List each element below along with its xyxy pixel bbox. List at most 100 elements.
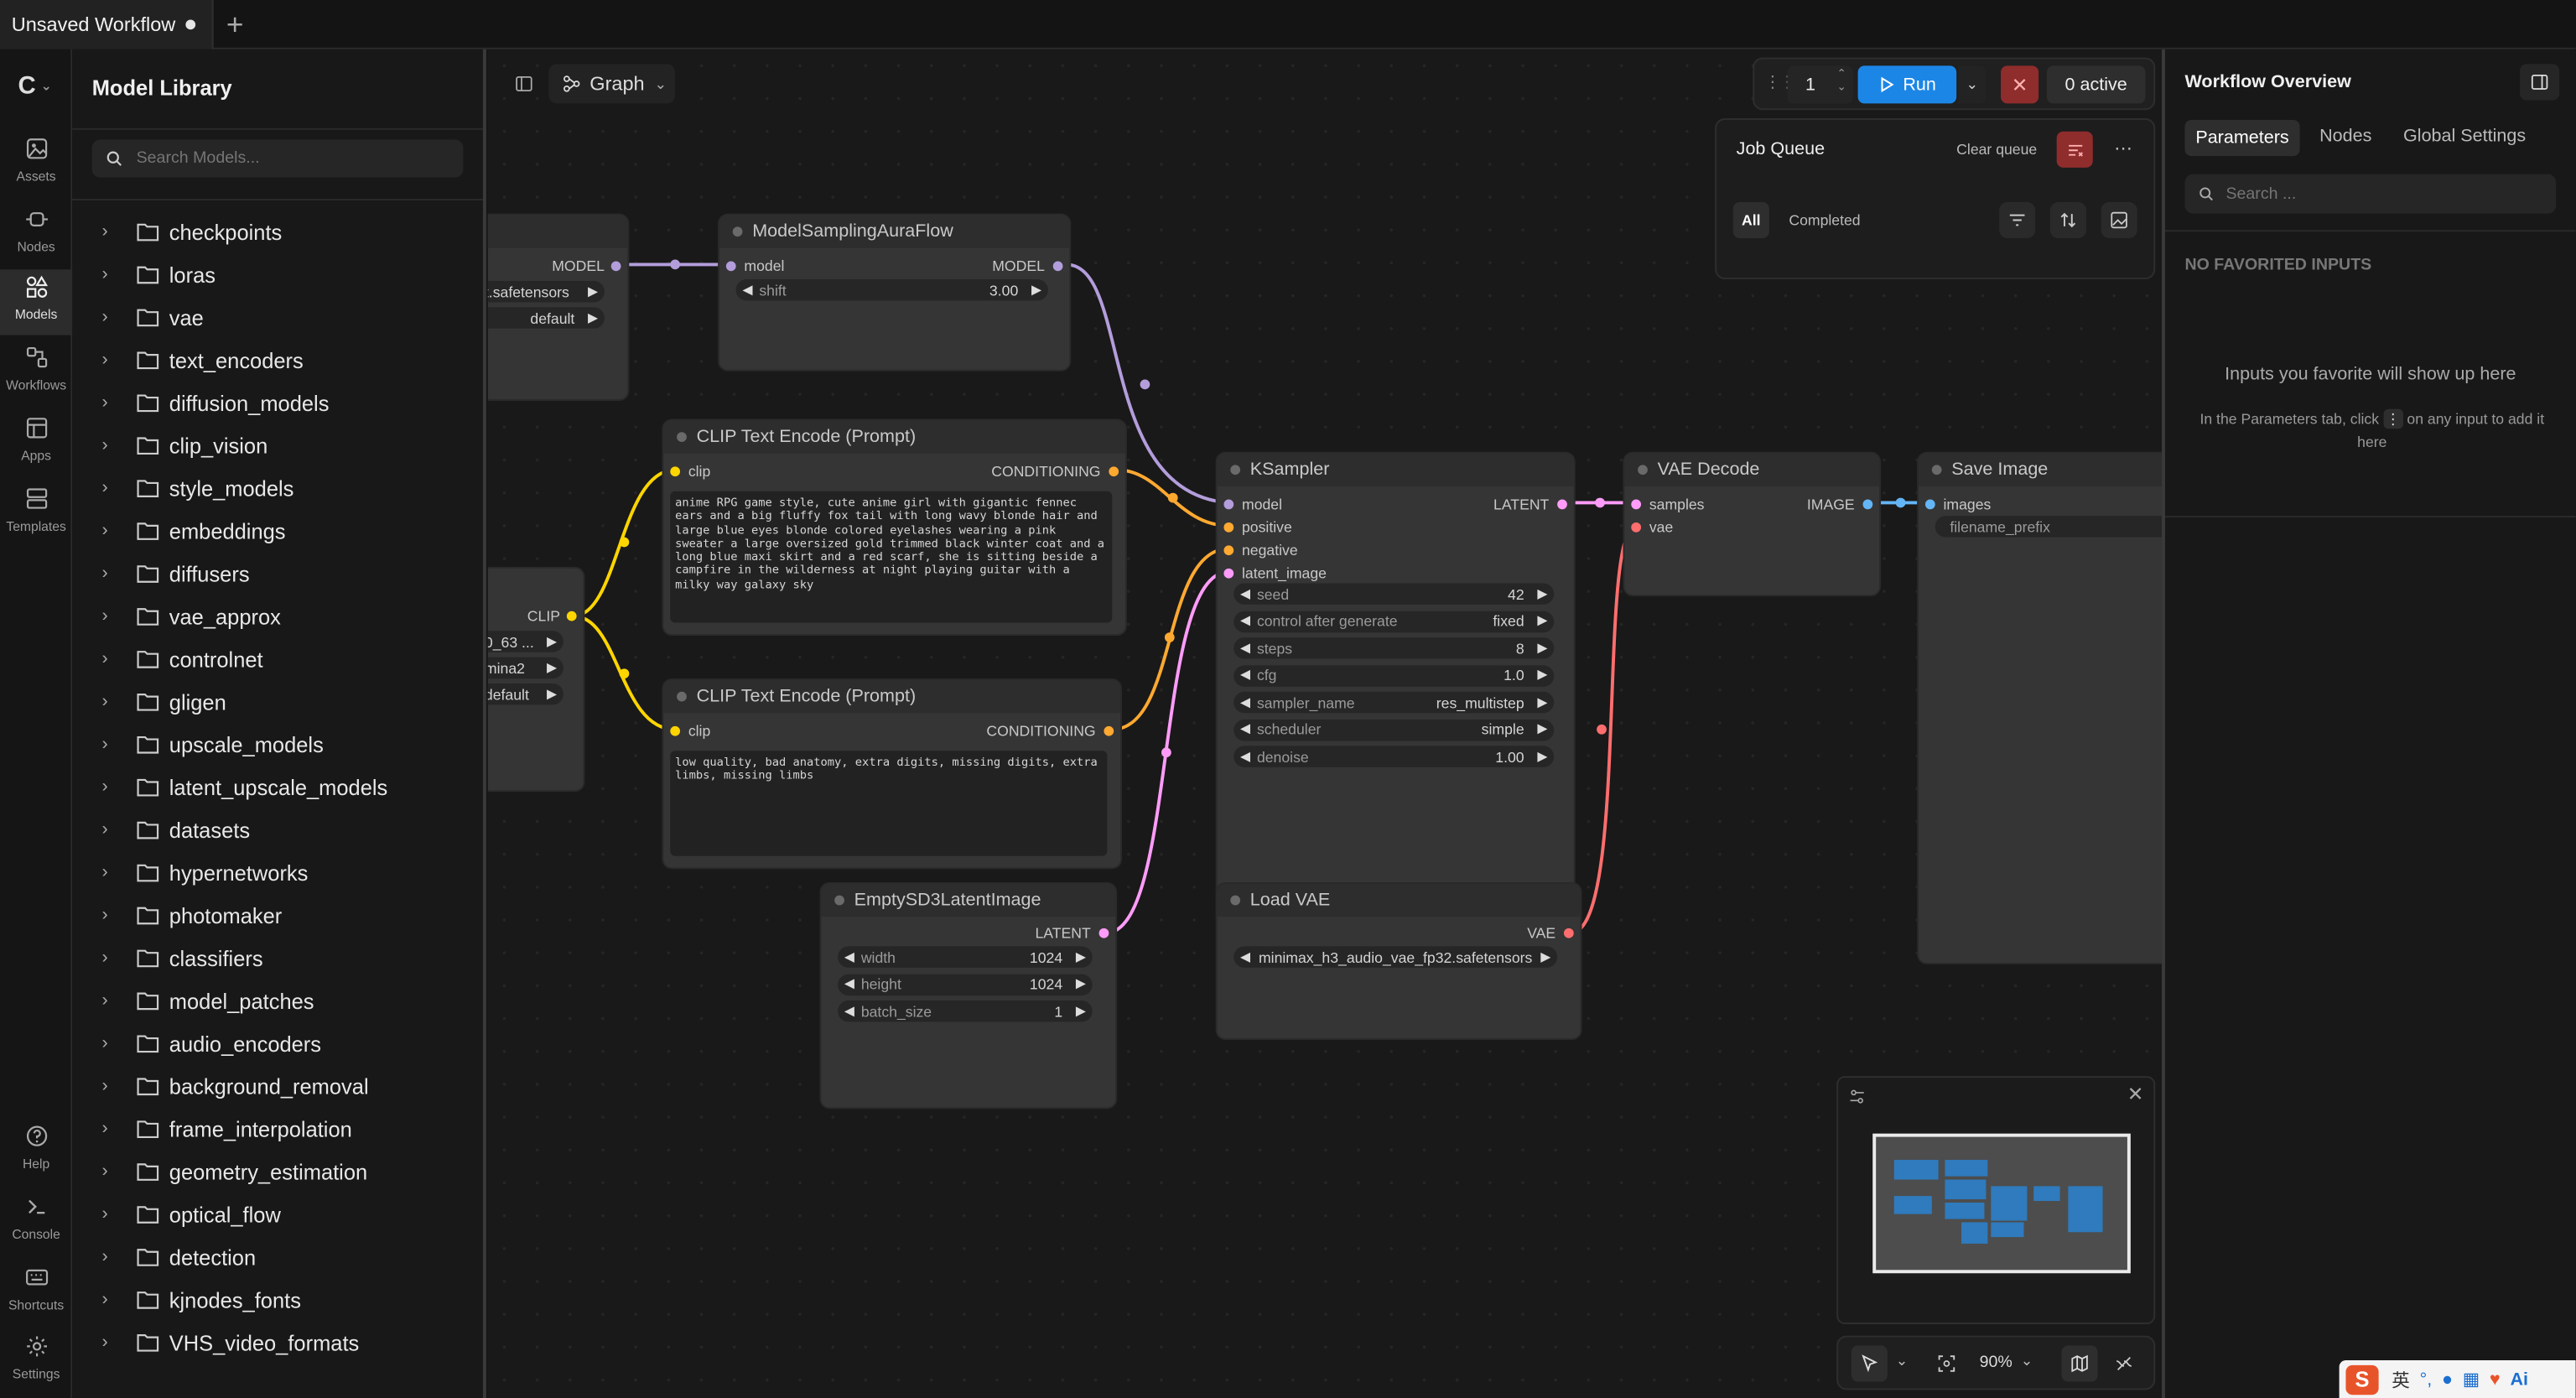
chevron-right-icon[interactable]: › xyxy=(101,1332,108,1353)
chevron-right-icon[interactable]: › xyxy=(101,1289,108,1310)
folder-item[interactable]: ›optical_flow xyxy=(101,1198,280,1230)
clear-queue-button[interactable] xyxy=(2056,131,2093,168)
output-port-image[interactable]: IMAGE xyxy=(1807,496,1873,512)
filter-button[interactable] xyxy=(1999,201,2036,239)
chevron-right-icon[interactable]: › xyxy=(101,221,108,242)
active-jobs-button[interactable]: 0 active xyxy=(2046,65,2146,104)
rail-workflows[interactable]: Workflows xyxy=(0,340,72,406)
new-tab-button[interactable]: + xyxy=(226,7,244,40)
run-button[interactable]: Run xyxy=(1857,65,1957,104)
folder-item[interactable]: ›classifiers xyxy=(101,942,262,974)
checkpoint-loader-node[interactable]: MODEL t.safetensors▶ default▶ xyxy=(487,215,628,400)
model-search-input[interactable] xyxy=(136,149,433,168)
chevron-down-icon[interactable]: ⌄ xyxy=(1895,1352,1909,1369)
folder-item[interactable]: ›upscale_models xyxy=(101,728,323,761)
folder-item[interactable]: ›embeddings xyxy=(101,514,285,547)
rail-assets[interactable]: Assets xyxy=(0,132,72,197)
chevron-right-icon[interactable]: › xyxy=(101,521,108,541)
filename-prefix-widget[interactable]: filename_prefix xyxy=(1935,516,2163,538)
clip-device-widget[interactable]: default▶ xyxy=(487,683,564,705)
folder-item[interactable]: ›vae xyxy=(101,300,203,333)
output-port-model[interactable]: MODEL xyxy=(552,258,621,274)
chevron-right-icon[interactable]: › xyxy=(101,1203,108,1224)
minimap-panel[interactable]: ✕ xyxy=(1836,1076,2156,1324)
folder-item[interactable]: ›detection xyxy=(101,1240,256,1273)
input-port-clip[interactable]: clip xyxy=(670,723,710,740)
chevron-right-icon[interactable]: › xyxy=(101,1162,108,1182)
shift-widget[interactable]: ◀shift 3.00▶ xyxy=(735,279,1048,301)
chevron-right-icon[interactable]: › xyxy=(101,1246,108,1267)
input-port-model[interactable]: model xyxy=(725,258,784,274)
output-port-model[interactable]: MODEL xyxy=(992,258,1063,274)
folder-item[interactable]: ›loras xyxy=(101,258,216,291)
minimap-toggle-button[interactable] xyxy=(2061,1345,2098,1382)
input-port-clip[interactable]: clip xyxy=(670,463,710,480)
output-port-latent[interactable]: LATENT xyxy=(1493,496,1567,512)
clip-text-encode-negative-node[interactable]: CLIP Text Encode (Prompt) clip CONDITION… xyxy=(663,680,1121,868)
tab-nodes[interactable]: Nodes xyxy=(2319,126,2372,147)
chevron-right-icon[interactable]: › xyxy=(101,264,108,284)
tab-all[interactable]: All xyxy=(1732,201,1769,239)
rail-settings[interactable]: Settings xyxy=(0,1329,72,1395)
model-sampling-node[interactable]: ModelSamplingAuraFlow model MODEL ◀shift… xyxy=(719,215,1070,370)
model-search-box[interactable] xyxy=(91,139,464,178)
chevron-right-icon[interactable]: › xyxy=(101,605,108,626)
tab-global-settings[interactable]: Global Settings xyxy=(2403,126,2527,147)
output-port-conditioning[interactable]: CONDITIONING xyxy=(986,723,1114,740)
folder-item[interactable]: ›gligen xyxy=(101,685,226,718)
folder-item[interactable]: ›hypernetworks xyxy=(101,856,308,889)
chevron-right-icon[interactable]: › xyxy=(101,1119,108,1139)
save-image-node[interactable]: Save Image images filename_prefix xyxy=(1919,453,2163,963)
zoom-level[interactable]: 90% xyxy=(1979,1354,2012,1372)
output-port-vae[interactable]: VAE xyxy=(1527,925,1574,942)
chevron-right-icon[interactable]: › xyxy=(101,905,108,925)
tab-completed[interactable]: Completed xyxy=(1789,211,1861,229)
input-port-samples[interactable]: samples xyxy=(1631,496,1704,512)
output-port-conditioning[interactable]: CONDITIONING xyxy=(991,463,1119,480)
output-port-clip[interactable]: CLIP xyxy=(527,608,577,624)
view-mode-dropdown[interactable]: Graph ⌄ xyxy=(548,64,676,104)
folder-item[interactable]: ›datasets xyxy=(101,813,250,846)
folder-item[interactable]: ›checkpoints xyxy=(101,216,282,248)
input-port-model[interactable]: model xyxy=(1223,496,1282,512)
chevron-right-icon[interactable]: › xyxy=(101,392,108,413)
folder-item[interactable]: ›text_encoders xyxy=(101,343,303,376)
load-vae-node[interactable]: Load VAE VAE ◀ minimax_h3_audio_vae_fp32… xyxy=(1217,883,1581,1039)
tab-parameters[interactable]: Parameters xyxy=(2184,120,2300,157)
folder-item[interactable]: ›background_removal xyxy=(101,1069,368,1102)
parameter-search-input[interactable] xyxy=(2225,184,2522,203)
gallery-button[interactable] xyxy=(2101,201,2137,239)
chevron-right-icon[interactable]: › xyxy=(101,563,108,584)
stepper-arrows-icon[interactable]: ⌃⌄ xyxy=(1836,69,1846,94)
batch-count-stepper[interactable]: 1 ⌃⌄ xyxy=(1787,65,1853,104)
chevron-right-icon[interactable]: › xyxy=(101,350,108,370)
prompt-textarea[interactable]: low quality, bad anatomy, extra digits, … xyxy=(670,751,1108,856)
rail-console[interactable]: Console xyxy=(0,1189,72,1255)
folder-item[interactable]: ›frame_interpolation xyxy=(101,1112,351,1145)
folder-item[interactable]: ›audio_encoders xyxy=(101,1026,321,1059)
toggle-panel-button[interactable] xyxy=(506,64,542,103)
chevron-right-icon[interactable]: › xyxy=(101,478,108,498)
weight-dtype-widget[interactable]: default▶ xyxy=(487,307,605,329)
rail-shortcuts[interactable]: Shortcuts xyxy=(0,1260,72,1326)
ime-toolbar[interactable]: S 英 °, ● ▦ ♥ Ai xyxy=(2339,1360,2576,1398)
folder-item[interactable]: ›model_patches xyxy=(101,984,314,1016)
workflow-tab[interactable]: Unsaved Workflow xyxy=(0,0,214,49)
sort-button[interactable] xyxy=(2049,201,2086,239)
folder-item[interactable]: ›vae_approx xyxy=(101,600,280,632)
chevron-right-icon[interactable]: › xyxy=(101,948,108,968)
comfy-logo-icon[interactable]: C⌄ xyxy=(18,72,52,101)
folder-item[interactable]: ›controlnet xyxy=(101,642,262,675)
rail-templates[interactable]: Templates xyxy=(0,481,72,547)
chevron-right-icon[interactable]: › xyxy=(101,734,108,755)
